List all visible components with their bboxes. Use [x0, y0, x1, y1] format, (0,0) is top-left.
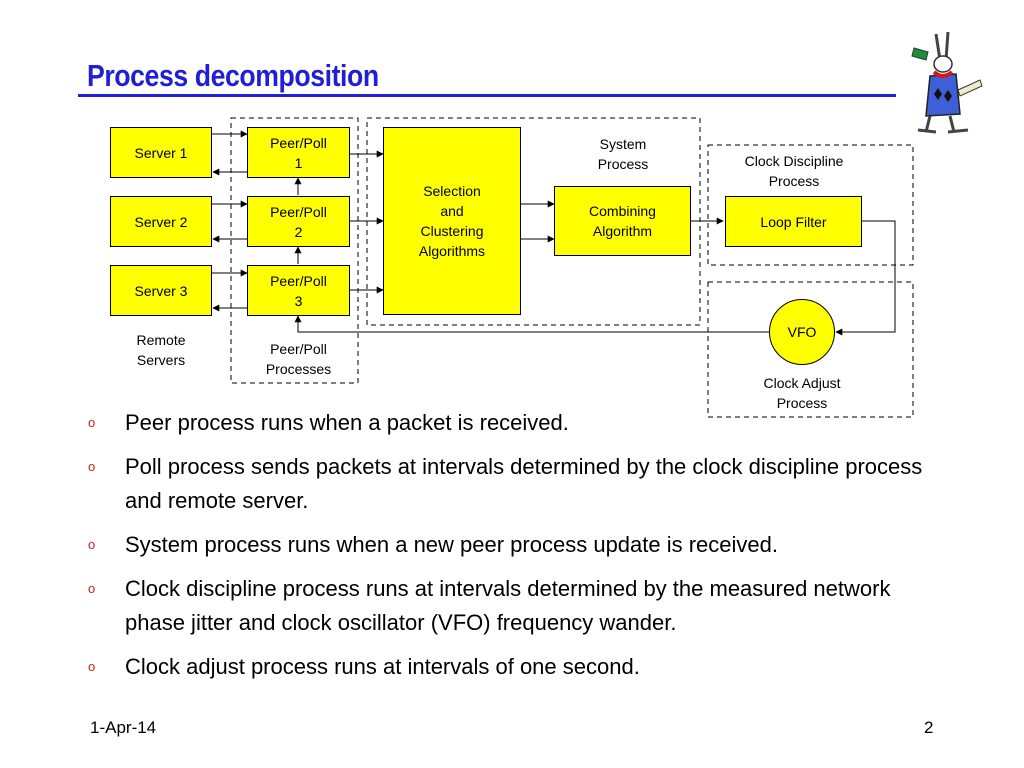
combining-algorithm-box: Combining Algorithm [554, 186, 691, 256]
bullet-item: o System process runs when a new peer pro… [88, 528, 948, 562]
bullet-marker: o [88, 537, 96, 552]
bullet-text: System process runs when a new peer proc… [125, 532, 778, 557]
bullet-marker: o [88, 415, 96, 430]
vfo-circle: VFO [769, 299, 835, 365]
remote-servers-label: Remote Servers [136, 332, 186, 368]
arrow-vfo-to-peer3 [294, 315, 769, 333]
peer-poll-1-box: Peer/Poll 1 [247, 127, 350, 178]
bullet-text: Poll process sends packets at intervals … [125, 454, 923, 513]
slide-title: Process decomposition [87, 58, 379, 93]
selection-clustering-box: Selection and Clustering Algorithms [383, 127, 521, 315]
server-1-box: Server 1 [110, 127, 212, 178]
bullet-marker: o [88, 581, 96, 596]
clock-adjust-process-label: Clock Adjust Process [763, 375, 841, 411]
clock-discipline-frame [707, 144, 914, 266]
page-number: 2 [924, 718, 934, 737]
footer-date: 1-Apr-14 [90, 718, 157, 737]
bullet-item: o Peer process runs when a packet is rece… [88, 406, 948, 440]
bullet-item: o Clock discipline process runs at interv… [88, 572, 948, 640]
server-2-box: Server 2 [110, 196, 212, 247]
arrow-loopfilter-to-vfo [835, 220, 896, 336]
bullet-text: Peer process runs when a packet is recei… [125, 410, 569, 435]
white-rabbit-illustration [911, 31, 983, 134]
process-diagram [212, 117, 914, 418]
bullet-marker: o [88, 459, 96, 474]
bullet-text: Clock discipline process runs at interva… [125, 576, 891, 635]
bullet-item: o Clock adjust process runs at intervals … [88, 650, 948, 684]
bullet-text: Clock adjust process runs at intervals o… [125, 654, 640, 679]
peer-poll-processes-frame [230, 117, 359, 384]
title-underline [78, 94, 896, 97]
loop-filter-box: Loop Filter [725, 196, 862, 247]
bullet-list: o Peer process runs when a packet is rece… [88, 406, 948, 694]
clock-adjust-frame [707, 281, 914, 418]
server-3-box: Server 3 [110, 265, 212, 316]
clock-discipline-process-label: Clock Discipline Process [744, 153, 844, 189]
peer-poll-2-box: Peer/Poll 2 [247, 196, 350, 247]
bullet-marker: o [88, 659, 96, 674]
peer-poll-processes-label: Peer/Poll Processes [265, 341, 332, 377]
peer-poll-3-box: Peer/Poll 3 [247, 265, 350, 316]
system-process-label: System Process [597, 136, 649, 172]
bullet-item: o Poll process sends packets at intervals… [88, 450, 948, 518]
